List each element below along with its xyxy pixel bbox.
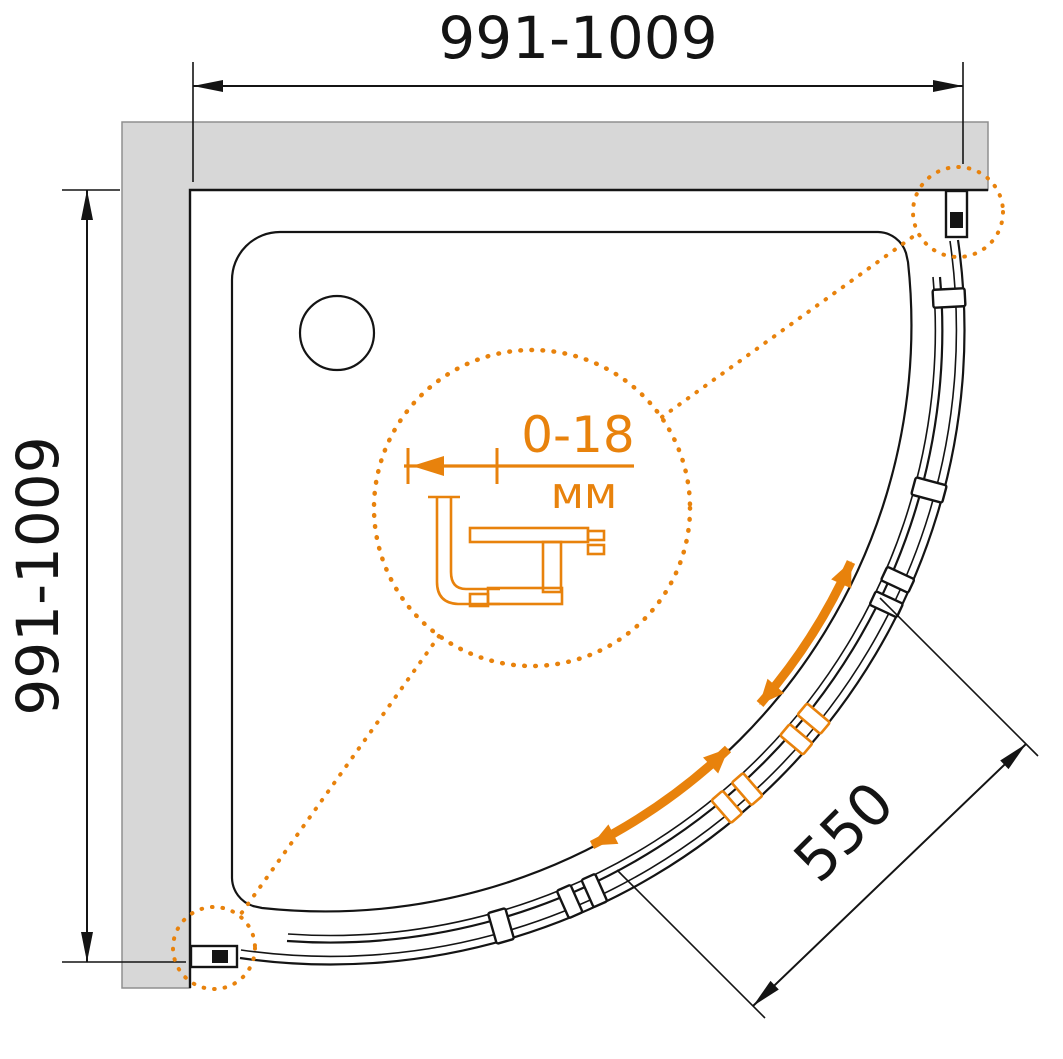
dim-diag-ext-upper bbox=[879, 597, 1039, 757]
profile-foot bbox=[468, 592, 490, 608]
drain-circle bbox=[298, 294, 376, 372]
door-clamp-orange-1 bbox=[779, 702, 831, 756]
wall-profile-bottom-left bbox=[189, 944, 239, 969]
dim-left-label: 991-1009 bbox=[4, 436, 72, 715]
dim-diag-ext-lower bbox=[616, 869, 766, 1019]
wall-inner-edge bbox=[188, 188, 988, 988]
dim-diag-line bbox=[752, 743, 1027, 1007]
wall-structure bbox=[121, 121, 989, 989]
door-handle-lower bbox=[556, 873, 608, 919]
swing-arrow-upper bbox=[756, 560, 856, 707]
roller-bracket-bottom bbox=[487, 907, 515, 945]
dim-top-label: 991-1009 bbox=[438, 4, 717, 72]
swing-arrow-lower bbox=[589, 745, 732, 850]
callout-circle-bottom-left bbox=[171, 905, 257, 991]
dimension-top: 991-1009 bbox=[192, 4, 964, 182]
shower-tray bbox=[230, 230, 913, 913]
callout-circle-top-right bbox=[911, 165, 1005, 259]
wall-profile-top-right bbox=[944, 189, 969, 239]
door-swing-arrows bbox=[589, 560, 856, 850]
detail-content: 0-18 мм bbox=[404, 406, 635, 608]
profile-cross-section bbox=[428, 495, 606, 608]
dimension-left: 991-1009 bbox=[4, 189, 186, 963]
profile-web bbox=[541, 540, 563, 594]
dimension-diagonal: 550 bbox=[616, 597, 1039, 1019]
callout-leader-bottom-left bbox=[236, 634, 441, 920]
detail-range-label: 0-18 bbox=[521, 406, 634, 464]
roller-bracket-right bbox=[910, 476, 948, 504]
profile-top-flange bbox=[468, 526, 590, 544]
profile-hook-1 bbox=[586, 529, 606, 542]
door-hardware bbox=[487, 287, 967, 945]
door-clamp-orange-2 bbox=[710, 772, 764, 824]
shower-tray-group bbox=[230, 230, 913, 913]
detail-circle-dotted bbox=[371, 347, 693, 669]
profile-wall-inner bbox=[449, 497, 500, 591]
profile-wall-outer bbox=[435, 497, 500, 606]
detail-unit-label: мм bbox=[551, 468, 617, 519]
profile-bottom-flange bbox=[486, 586, 564, 606]
callout-leader-top-right bbox=[660, 231, 920, 419]
detail-callout bbox=[171, 165, 1005, 991]
profile-hook-2 bbox=[586, 543, 606, 556]
detail-dim-arrow bbox=[412, 456, 444, 476]
roller-bracket-top bbox=[931, 287, 967, 309]
